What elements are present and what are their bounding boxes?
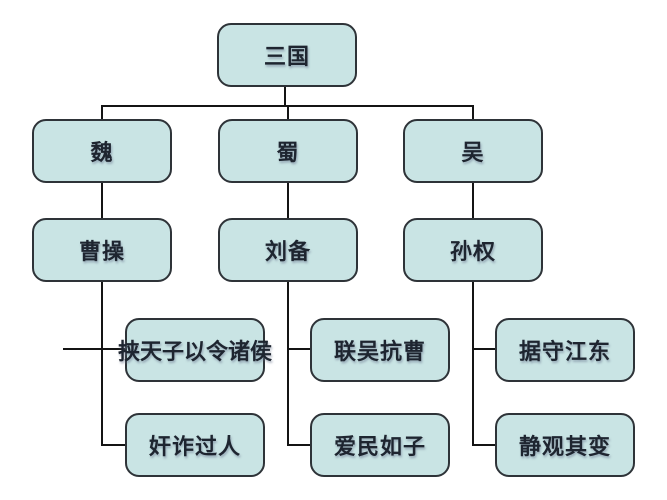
node-leader-liubei-label: 刘备 [264, 239, 311, 264]
node-root: 三国 [217, 23, 357, 87]
connector-caocao-trait1 [63, 348, 125, 350]
node-trait-caocao-2: 奸诈过人 [125, 413, 265, 477]
connector-liubei-trait1 [287, 348, 311, 350]
node-trait-caocao-1: 挟天子以令诸侯 [118, 318, 272, 382]
connector-sunquan-trunk [472, 281, 474, 446]
node-leader-caocao: 曹操 [32, 218, 172, 282]
node-trait-caocao-1-label: 挟天子以令诸侯 [118, 339, 273, 364]
node-kingdom-wu-label: 吴 [461, 140, 485, 165]
node-kingdom-wei: 魏 [32, 119, 172, 183]
connector-shu-drop [287, 105, 289, 120]
node-trait-liubei-2-label: 爱民如子 [333, 434, 426, 459]
connector-wei-drop [101, 105, 103, 120]
node-leader-caocao-label: 曹操 [78, 239, 125, 264]
connector-wu-to-sunquan [472, 182, 474, 219]
node-leader-sunquan: 孙权 [403, 218, 543, 282]
node-trait-sunquan-1: 据守江东 [495, 318, 635, 382]
node-leader-sunquan-label: 孙权 [449, 239, 496, 264]
node-kingdom-shu-label: 蜀 [276, 140, 300, 165]
connector-wu-drop [472, 105, 474, 120]
node-trait-liubei-2: 爱民如子 [310, 413, 450, 477]
connector-liubei-trait2 [287, 444, 311, 446]
connector-sunquan-trait1 [472, 348, 496, 350]
node-root-label: 三国 [263, 44, 310, 69]
connector-liubei-trunk [287, 281, 289, 446]
node-trait-sunquan-2: 静观其变 [495, 413, 635, 477]
connector-caocao-trait2 [101, 444, 126, 446]
node-trait-liubei-1: 联吴抗曹 [310, 318, 450, 382]
node-trait-sunquan-1-label: 据守江东 [518, 339, 611, 364]
connector-wei-to-caocao [101, 182, 103, 219]
connector-shu-to-liubei [287, 182, 289, 219]
node-leader-liubei: 刘备 [218, 218, 358, 282]
node-kingdom-wei-label: 魏 [90, 140, 114, 165]
connector-caocao-trunk [101, 281, 103, 446]
node-kingdom-shu: 蜀 [218, 119, 358, 183]
connector-root-drop [284, 86, 286, 106]
node-kingdom-wu: 吴 [403, 119, 543, 183]
node-trait-caocao-2-label: 奸诈过人 [148, 434, 241, 459]
node-trait-sunquan-2-label: 静观其变 [518, 434, 611, 459]
node-trait-liubei-1-label: 联吴抗曹 [333, 339, 426, 364]
connector-sunquan-trait2 [472, 444, 496, 446]
